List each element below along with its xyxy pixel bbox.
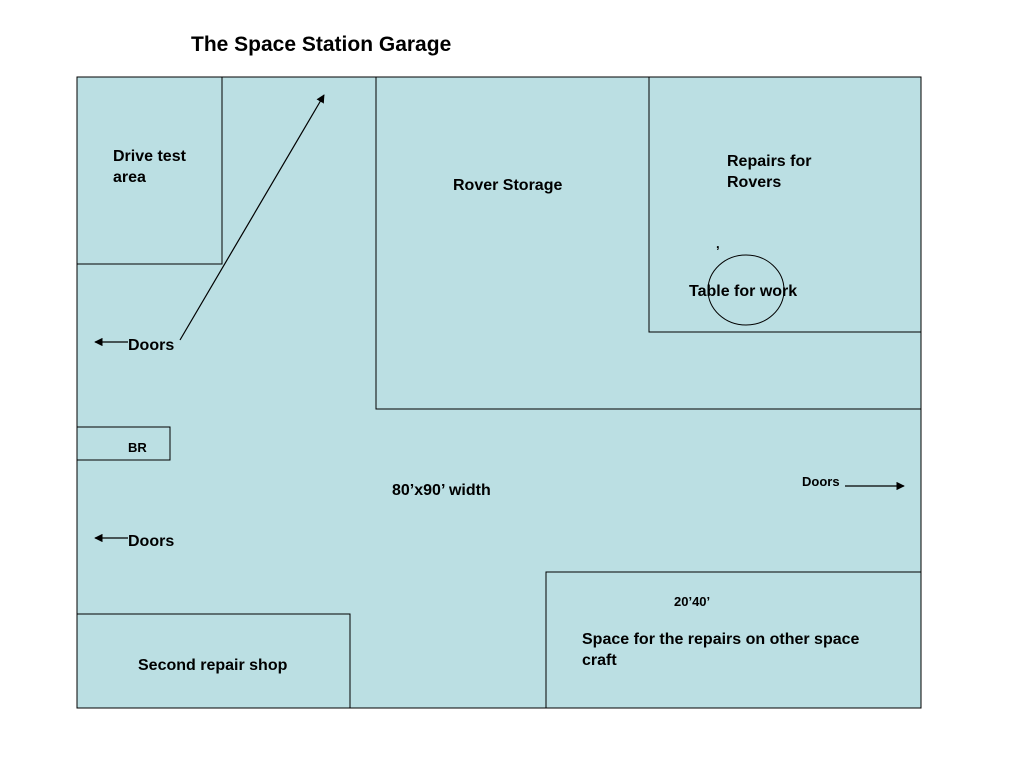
main-floor-dimension-label: 80’x90’ width (392, 482, 491, 499)
work-table-label: Table for work (689, 283, 798, 300)
repairs-mark: , (716, 236, 720, 251)
spacecraft-repair-label-line2: craft (582, 652, 617, 669)
br-room (76, 426, 171, 461)
spacecraft-repair-room (545, 571, 922, 709)
spacecraft-repair-dimension-label: 20’40’ (674, 594, 711, 609)
upper-left-doors-label: Doors (128, 337, 175, 354)
spacecraft-repair-label-line1: Space for the repairs on other space (582, 631, 860, 648)
repairs-for-rovers-label-line1: Repairs for (727, 153, 812, 170)
br-label: BR (128, 440, 147, 455)
repairs-for-rovers-room (648, 76, 922, 333)
second-repair-shop-room (76, 613, 351, 709)
drive-test-area-label-line1: Drive test (113, 148, 186, 165)
lower-left-doors-label: Doors (128, 533, 175, 550)
second-repair-shop-label: Second repair shop (138, 657, 288, 674)
drive-test-area-label-line2: area (113, 169, 146, 186)
work-table-circle (707, 254, 785, 326)
right-doors-label: Doors (802, 474, 840, 489)
diagram-title: The Space Station Garage (191, 33, 452, 56)
rover-storage-label: Rover Storage (453, 177, 563, 194)
drive-test-area-room (76, 76, 223, 265)
diagonal-door-arrow (179, 94, 325, 341)
repairs-for-rovers-label-line2: Rovers (727, 174, 782, 191)
